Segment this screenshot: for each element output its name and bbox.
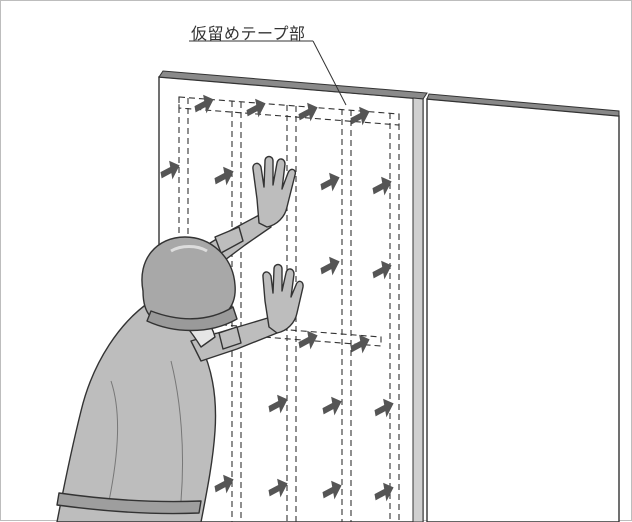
temporary-tape-callout-label: 仮留めテープ部 bbox=[191, 20, 306, 44]
adjacent-board bbox=[427, 94, 619, 522]
